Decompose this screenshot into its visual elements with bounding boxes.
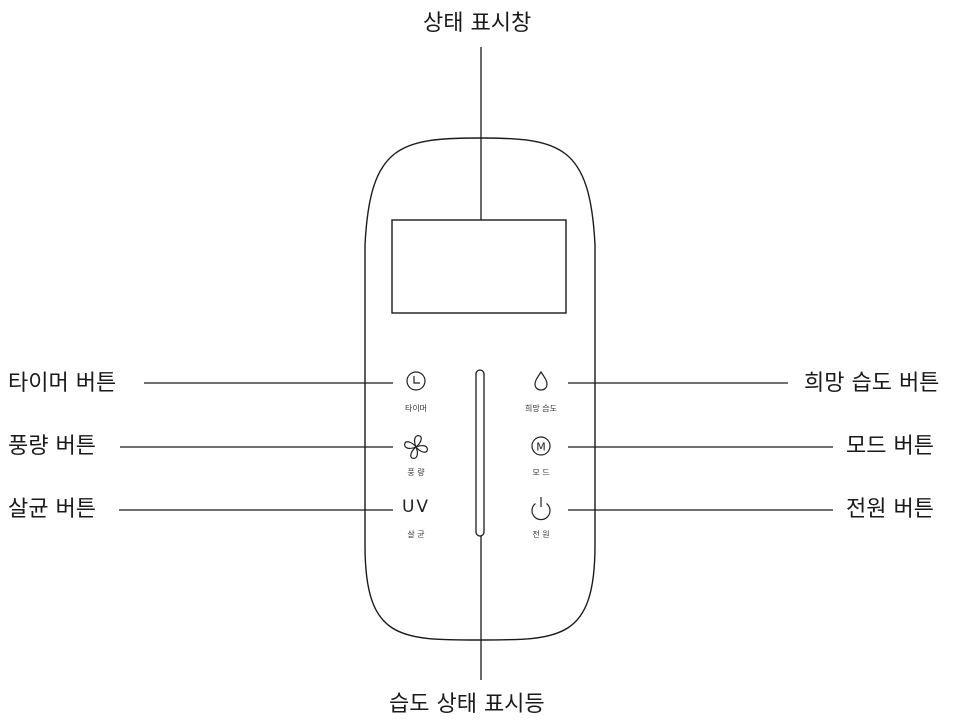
clock-icon	[406, 371, 426, 391]
humidity-indicator-light	[475, 369, 485, 537]
uv-button-symbol[interactable]: UV	[401, 497, 431, 517]
power-button-text[interactable]: 전 원	[532, 530, 550, 539]
label-power-button: 전원 버튼	[846, 497, 934, 522]
label-humidity-indicator: 습도 상태 표시등	[389, 692, 545, 717]
power-icon	[531, 497, 551, 521]
mode-m-letter: M	[536, 441, 546, 454]
label-display: 상태 표시창	[423, 11, 532, 36]
remote-body	[364, 137, 596, 641]
status-display-window	[391, 219, 567, 314]
label-sterilize-button: 살균 버튼	[8, 497, 96, 522]
mode-m-icon: M	[531, 436, 551, 456]
sterilize-button-text[interactable]: 살 균	[407, 530, 425, 539]
timer-button-text[interactable]: 타이머	[404, 404, 428, 413]
fan-icon	[404, 435, 428, 459]
target-humidity-button-text[interactable]: 희망 습도	[525, 404, 557, 413]
label-timer-button: 타이머 버튼	[8, 371, 117, 396]
fan-button-text[interactable]: 풍 량	[407, 468, 425, 477]
mode-button-text[interactable]: 모 드	[532, 468, 550, 477]
label-fan-button: 풍량 버튼	[8, 434, 96, 459]
droplet-icon	[534, 370, 548, 391]
label-target-humidity-button: 희망 습도 버튼	[804, 371, 940, 396]
label-mode-button: 모드 버튼	[846, 434, 934, 459]
